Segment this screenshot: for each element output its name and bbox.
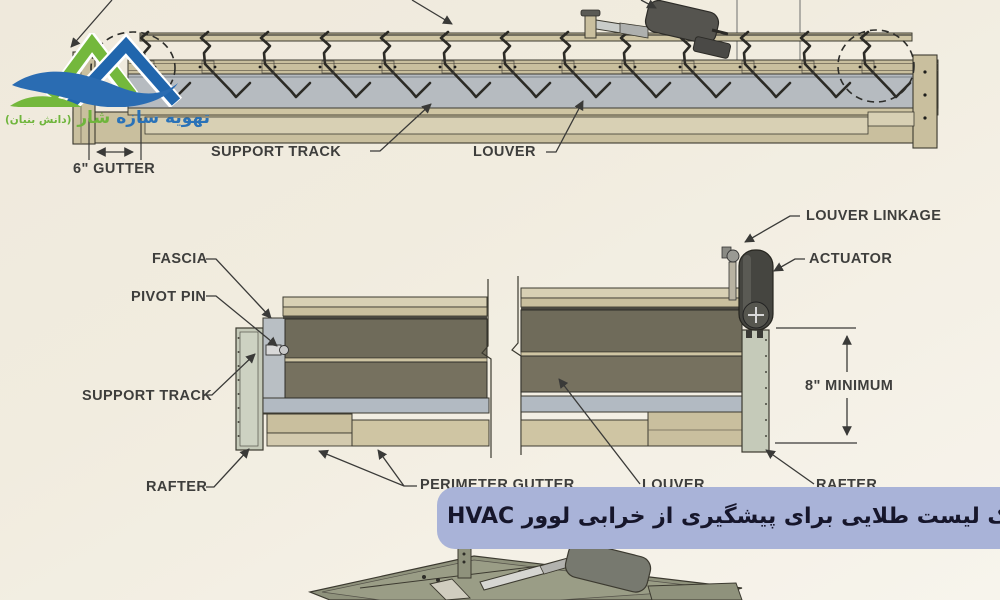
label-support-track-mid: SUPPORT TRACK bbox=[82, 388, 213, 404]
label-actuator: ACTUATOR bbox=[809, 251, 893, 267]
top-louver-assembly bbox=[70, 0, 939, 160]
bottom-assembly-partial bbox=[307, 541, 743, 600]
label-minimum-dimension: 8" MINIMUM bbox=[805, 378, 894, 394]
label-rafter-left: RAFTER bbox=[146, 479, 208, 495]
logo-title-green: شار bbox=[77, 108, 111, 128]
label-pivot-pin: PIVOT PIN bbox=[131, 289, 207, 305]
gutter-dimension bbox=[88, 118, 142, 160]
actuator-section-view bbox=[721, 246, 774, 338]
label-louver-top: LOUVER bbox=[473, 144, 536, 160]
label-louver-linkage: LOUVER LINKAGE bbox=[806, 208, 942, 224]
logo-subtitle: (دانش بنیان) bbox=[5, 114, 72, 126]
label-support-track-top: SUPPORT TRACK bbox=[211, 144, 342, 160]
minimum-dimension bbox=[775, 327, 857, 444]
logo-mark bbox=[10, 29, 183, 111]
title-banner: چک لیست طلایی برای پیشگیری از خرابی لوور… bbox=[437, 487, 1000, 549]
company-logo: تهویه سازه شار (دانش بنیان) bbox=[4, 29, 214, 128]
actuator-top-view bbox=[580, 0, 732, 59]
logo-wordmark: تهویه سازه شار (دانش بنیان) bbox=[4, 108, 214, 128]
logo-title-blue: تهویه سازه bbox=[116, 108, 210, 128]
label-gutter-dimension: 6" GUTTER bbox=[73, 161, 156, 177]
banner-title-text: چک لیست طلایی برای پیشگیری از خرابی لوور… bbox=[447, 503, 1000, 529]
detail-circle-right bbox=[837, 29, 915, 103]
label-fascia: FASCIA bbox=[152, 251, 208, 267]
cross-section bbox=[204, 215, 857, 488]
pivot-pin-part bbox=[265, 344, 289, 356]
